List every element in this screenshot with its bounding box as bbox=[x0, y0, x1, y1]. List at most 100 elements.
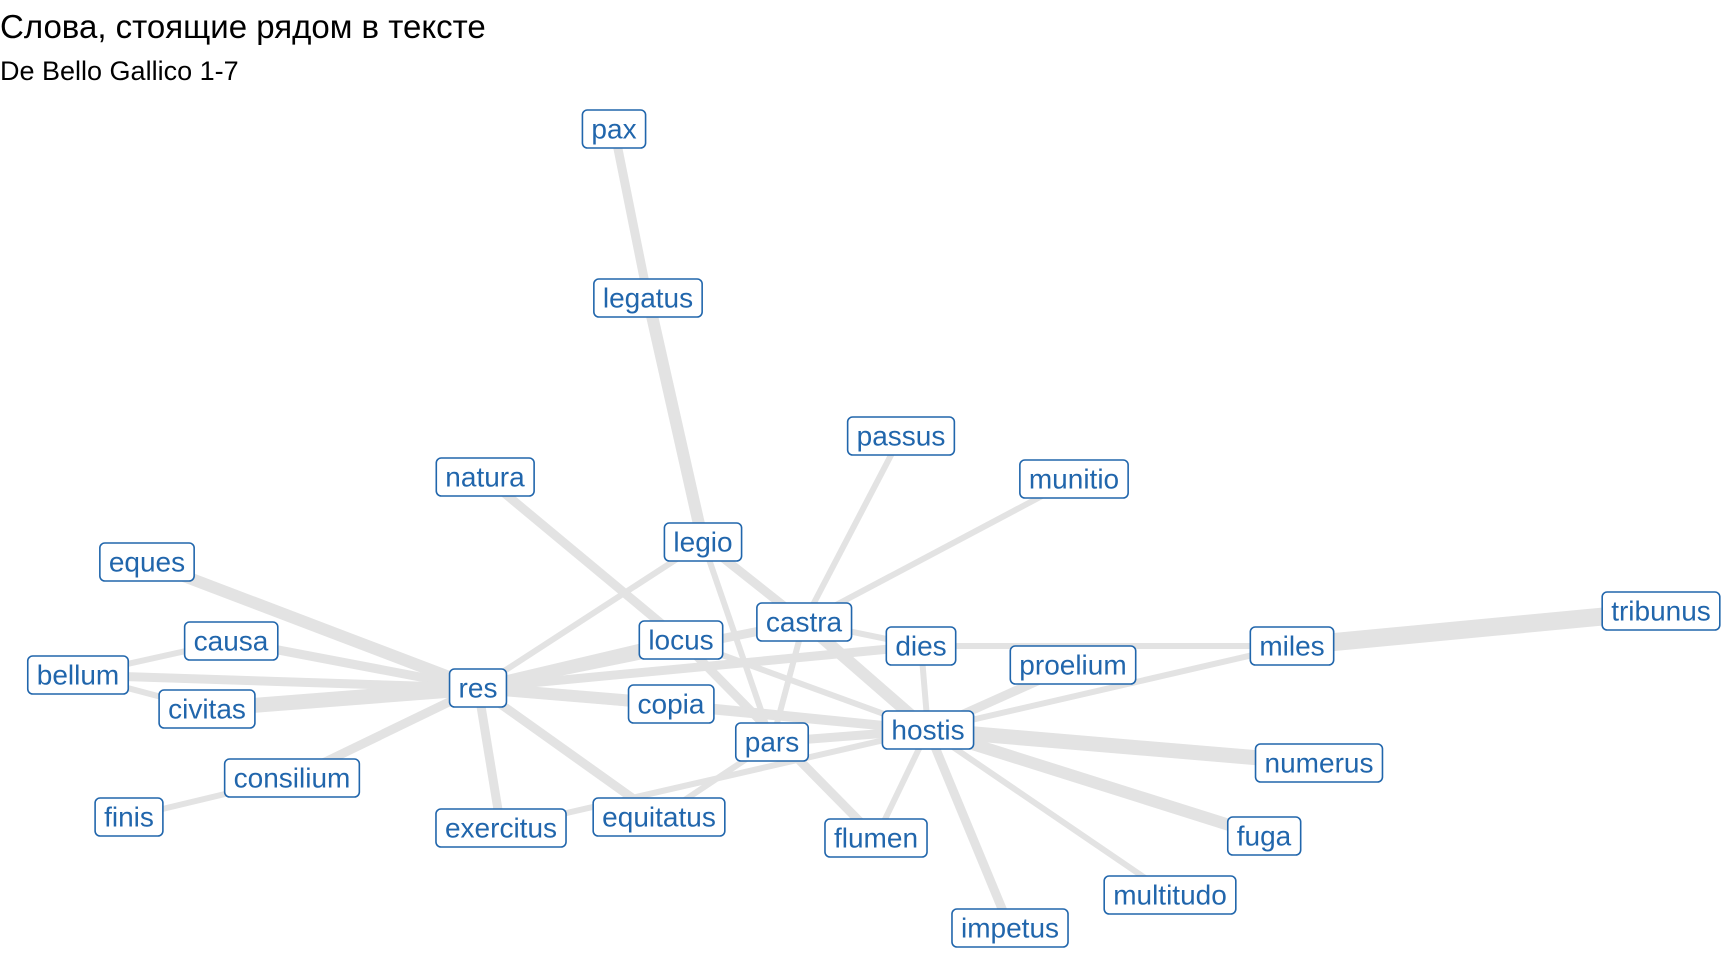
node-label-tribunus: tribunus bbox=[1611, 596, 1711, 627]
node-label-bellum: bellum bbox=[37, 660, 119, 691]
node-label-flumen: flumen bbox=[834, 823, 918, 854]
node-box-natura bbox=[435, 457, 535, 497]
node-box-flumen bbox=[824, 818, 928, 858]
node-box-pax bbox=[581, 109, 647, 149]
edge-pax-legatus bbox=[609, 128, 653, 299]
node-label-fuga: fuga bbox=[1237, 821, 1292, 852]
node-locus: locus bbox=[638, 620, 724, 660]
edge-miles-tribunus bbox=[1291, 602, 1662, 655]
node-label-eques: eques bbox=[109, 547, 185, 578]
node-box-legatus bbox=[593, 278, 703, 318]
node-pars: pars bbox=[734, 722, 810, 762]
node-legio: legio bbox=[663, 522, 743, 562]
node-label-legio: legio bbox=[673, 527, 732, 558]
node-dies: dies bbox=[885, 626, 957, 666]
node-impetus: impetus bbox=[951, 908, 1069, 948]
chart-title: Слова, стоящие рядом в тексте bbox=[0, 8, 486, 45]
node-label-res: res bbox=[459, 673, 498, 704]
node-box-causa bbox=[183, 621, 279, 661]
node-box-exercitus bbox=[435, 808, 567, 848]
node-box-pars bbox=[734, 722, 810, 762]
node-label-castra: castra bbox=[766, 607, 843, 638]
node-box-multitudo bbox=[1103, 875, 1237, 915]
edge-legatus-legio bbox=[642, 296, 709, 544]
node-label-impetus: impetus bbox=[961, 913, 1059, 944]
node-label-proelium: proelium bbox=[1019, 650, 1126, 681]
node-box-finis bbox=[94, 797, 164, 837]
node-res: res bbox=[448, 668, 508, 708]
node-pax: pax bbox=[581, 109, 647, 149]
node-layer: pax legatus passus natura munitio legio eques c… bbox=[26, 109, 1721, 948]
node-box-fuga bbox=[1226, 816, 1302, 856]
node-label-exercitus: exercitus bbox=[445, 813, 557, 844]
node-box-hostis bbox=[881, 710, 975, 750]
node-box-locus bbox=[638, 620, 724, 660]
node-causa: causa bbox=[183, 621, 279, 661]
node-copia: copia bbox=[627, 684, 715, 724]
node-box-equitatus bbox=[592, 797, 726, 837]
node-box-eques bbox=[99, 542, 195, 582]
node-munitio: munitio bbox=[1019, 459, 1129, 499]
node-label-multitudo: multitudo bbox=[1113, 880, 1227, 911]
node-numerus: numerus bbox=[1254, 743, 1384, 783]
node-box-copia bbox=[627, 684, 715, 724]
node-hostis: hostis bbox=[881, 710, 975, 750]
node-finis: finis bbox=[94, 797, 164, 837]
node-label-finis: finis bbox=[104, 802, 154, 833]
node-natura: natura bbox=[435, 457, 535, 497]
edge-layer bbox=[77, 128, 1662, 930]
node-proelium: proelium bbox=[1009, 645, 1137, 685]
node-label-locus: locus bbox=[648, 625, 713, 656]
node-label-equitatus: equitatus bbox=[602, 802, 716, 833]
node-box-miles bbox=[1249, 626, 1335, 666]
edge-hostis-multitudo bbox=[926, 727, 1172, 898]
node-passus: passus bbox=[846, 416, 956, 456]
edge-hostis-numerus bbox=[927, 722, 1320, 771]
node-label-passus: passus bbox=[857, 421, 946, 452]
node-multitudo: multitudo bbox=[1103, 875, 1237, 915]
node-box-passus bbox=[846, 416, 956, 456]
node-eques: eques bbox=[99, 542, 195, 582]
edge-castra-pars bbox=[769, 621, 807, 743]
node-label-natura: natura bbox=[445, 462, 525, 493]
node-box-impetus bbox=[951, 908, 1069, 948]
node-label-legatus: legatus bbox=[603, 283, 693, 314]
node-box-dies bbox=[885, 626, 957, 666]
node-legatus: legatus bbox=[593, 278, 703, 318]
node-box-proelium bbox=[1009, 645, 1137, 685]
node-box-civitas bbox=[158, 689, 256, 729]
node-box-numerus bbox=[1254, 743, 1384, 783]
node-label-pax: pax bbox=[591, 114, 636, 145]
edge-miles-hostis bbox=[927, 643, 1293, 733]
node-label-consilium: consilium bbox=[234, 763, 351, 794]
node-tribunus: tribunus bbox=[1601, 591, 1721, 631]
edge-res-equitatus bbox=[475, 684, 662, 821]
edge-hostis-fuga bbox=[926, 724, 1266, 842]
edge-natura-locus bbox=[482, 473, 684, 644]
node-label-miles: miles bbox=[1259, 631, 1324, 662]
edge-munitio-castra bbox=[802, 476, 1076, 625]
edge-exercitus-hostis bbox=[500, 727, 929, 831]
node-box-munitio bbox=[1019, 459, 1129, 499]
node-box-tribunus bbox=[1601, 591, 1721, 631]
node-label-pars: pars bbox=[745, 727, 799, 758]
node-label-copia: copia bbox=[638, 689, 705, 720]
edge-hostis-impetus bbox=[923, 728, 1015, 930]
node-flumen: flumen bbox=[824, 818, 928, 858]
node-consilium: consilium bbox=[223, 758, 361, 798]
node-box-res bbox=[448, 668, 508, 708]
node-bellum: bellum bbox=[26, 655, 130, 695]
node-miles: miles bbox=[1249, 626, 1335, 666]
edge-passus-castra bbox=[801, 434, 904, 624]
node-box-consilium bbox=[223, 758, 361, 798]
node-fuga: fuga bbox=[1226, 816, 1302, 856]
edge-legio-res bbox=[476, 539, 705, 691]
edge-eques-res bbox=[144, 556, 481, 694]
node-castra: castra bbox=[756, 602, 853, 642]
node-exercitus: exercitus bbox=[435, 808, 567, 848]
node-label-numerus: numerus bbox=[1265, 748, 1374, 779]
node-box-bellum bbox=[26, 655, 130, 695]
node-label-civitas: civitas bbox=[168, 694, 246, 725]
node-label-causa: causa bbox=[194, 626, 269, 657]
